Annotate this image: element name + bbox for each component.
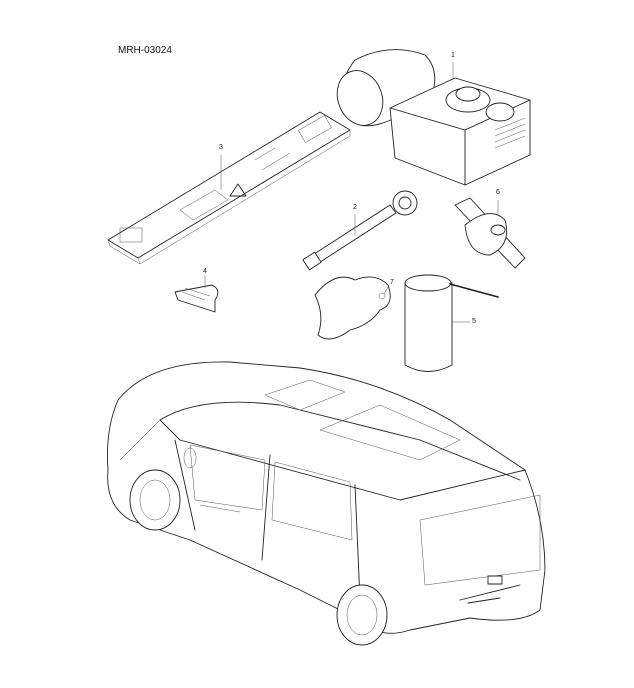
callout-3: 3: [219, 144, 223, 151]
callout-2: 2: [353, 204, 357, 211]
tire-compressor: [336, 49, 531, 186]
callout-1: 1: [451, 52, 455, 59]
tow-eye: [302, 190, 418, 271]
sealant-bottle: [404, 274, 499, 372]
glove: [314, 276, 391, 340]
wheel-tool: [454, 197, 526, 269]
callout-4: 4: [203, 268, 207, 275]
callout-7: 7: [390, 279, 394, 286]
diagram-code: MRH-03024: [118, 45, 172, 56]
instruction-card: [107, 111, 351, 265]
clip: [174, 276, 219, 313]
callout-6: 6: [496, 189, 500, 196]
callout-5: 5: [472, 318, 476, 325]
vehicle: [107, 361, 546, 646]
